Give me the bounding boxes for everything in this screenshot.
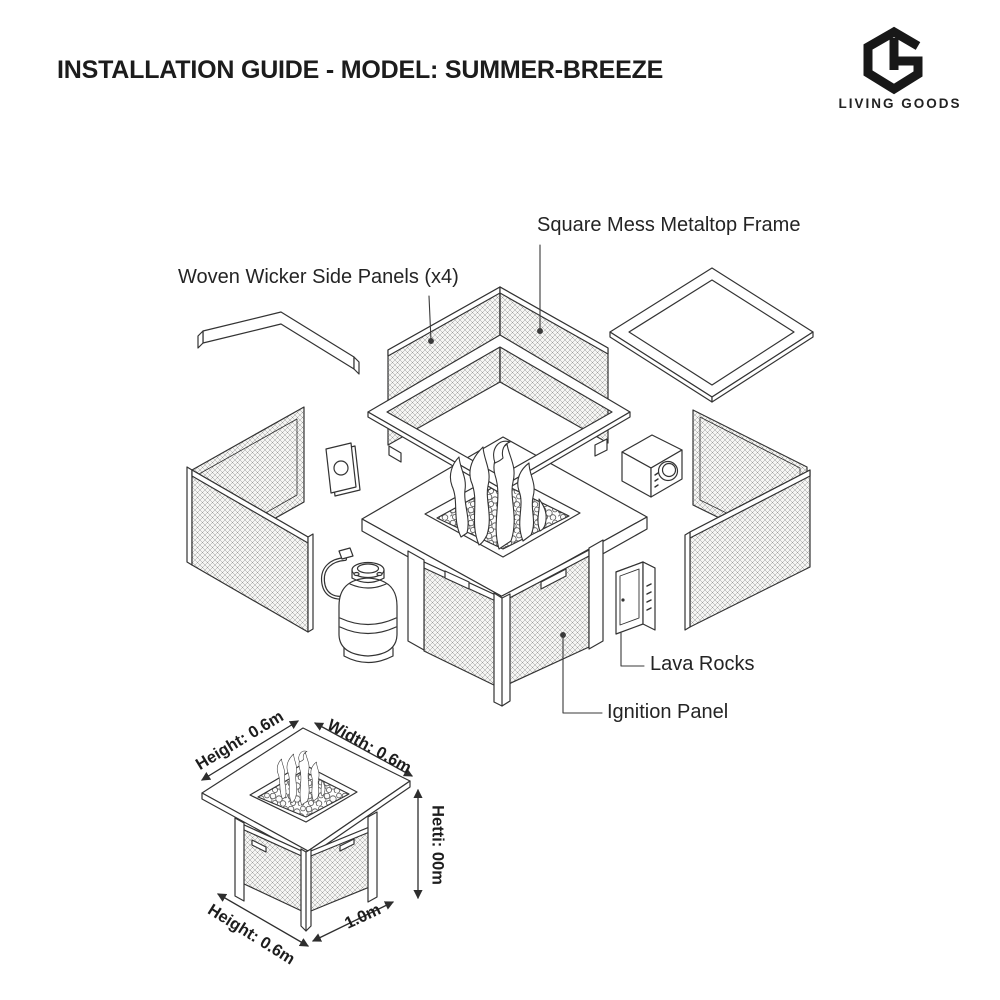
square-metal-top-frame bbox=[609, 267, 814, 403]
dimension-arrows bbox=[201, 720, 423, 947]
label-ignition-panel: Ignition Panel bbox=[607, 701, 729, 723]
brand-name: LIVING GOODS bbox=[838, 96, 962, 111]
propane-tank bbox=[320, 547, 398, 664]
label-top-frame: Square Mess Metaltop Frame bbox=[537, 214, 801, 236]
ignition-control-box bbox=[615, 561, 656, 635]
corner-trim-bar bbox=[197, 311, 360, 375]
leader-lines bbox=[428, 244, 645, 714]
label-side-panels: Woven Wicker Side Panels (x4) bbox=[178, 266, 459, 288]
page-title: INSTALLATION GUIDE - MODEL: SUMMER-BREEZ… bbox=[57, 56, 664, 84]
fire-pit-table bbox=[361, 436, 648, 707]
dimension-right: Hetti: 00m bbox=[428, 805, 447, 885]
flames bbox=[449, 440, 547, 550]
assembled-dimensions-diagram bbox=[201, 727, 411, 932]
right-wicker-corner-panels bbox=[684, 409, 811, 631]
center-wicker-corner-panels bbox=[387, 286, 609, 463]
control-knob-box bbox=[621, 434, 683, 498]
left-wicker-corner-panels bbox=[186, 406, 314, 633]
label-lava-rocks: Lava Rocks bbox=[650, 653, 755, 675]
mounting-plate bbox=[325, 442, 361, 497]
brand-logo-icon bbox=[863, 26, 923, 95]
